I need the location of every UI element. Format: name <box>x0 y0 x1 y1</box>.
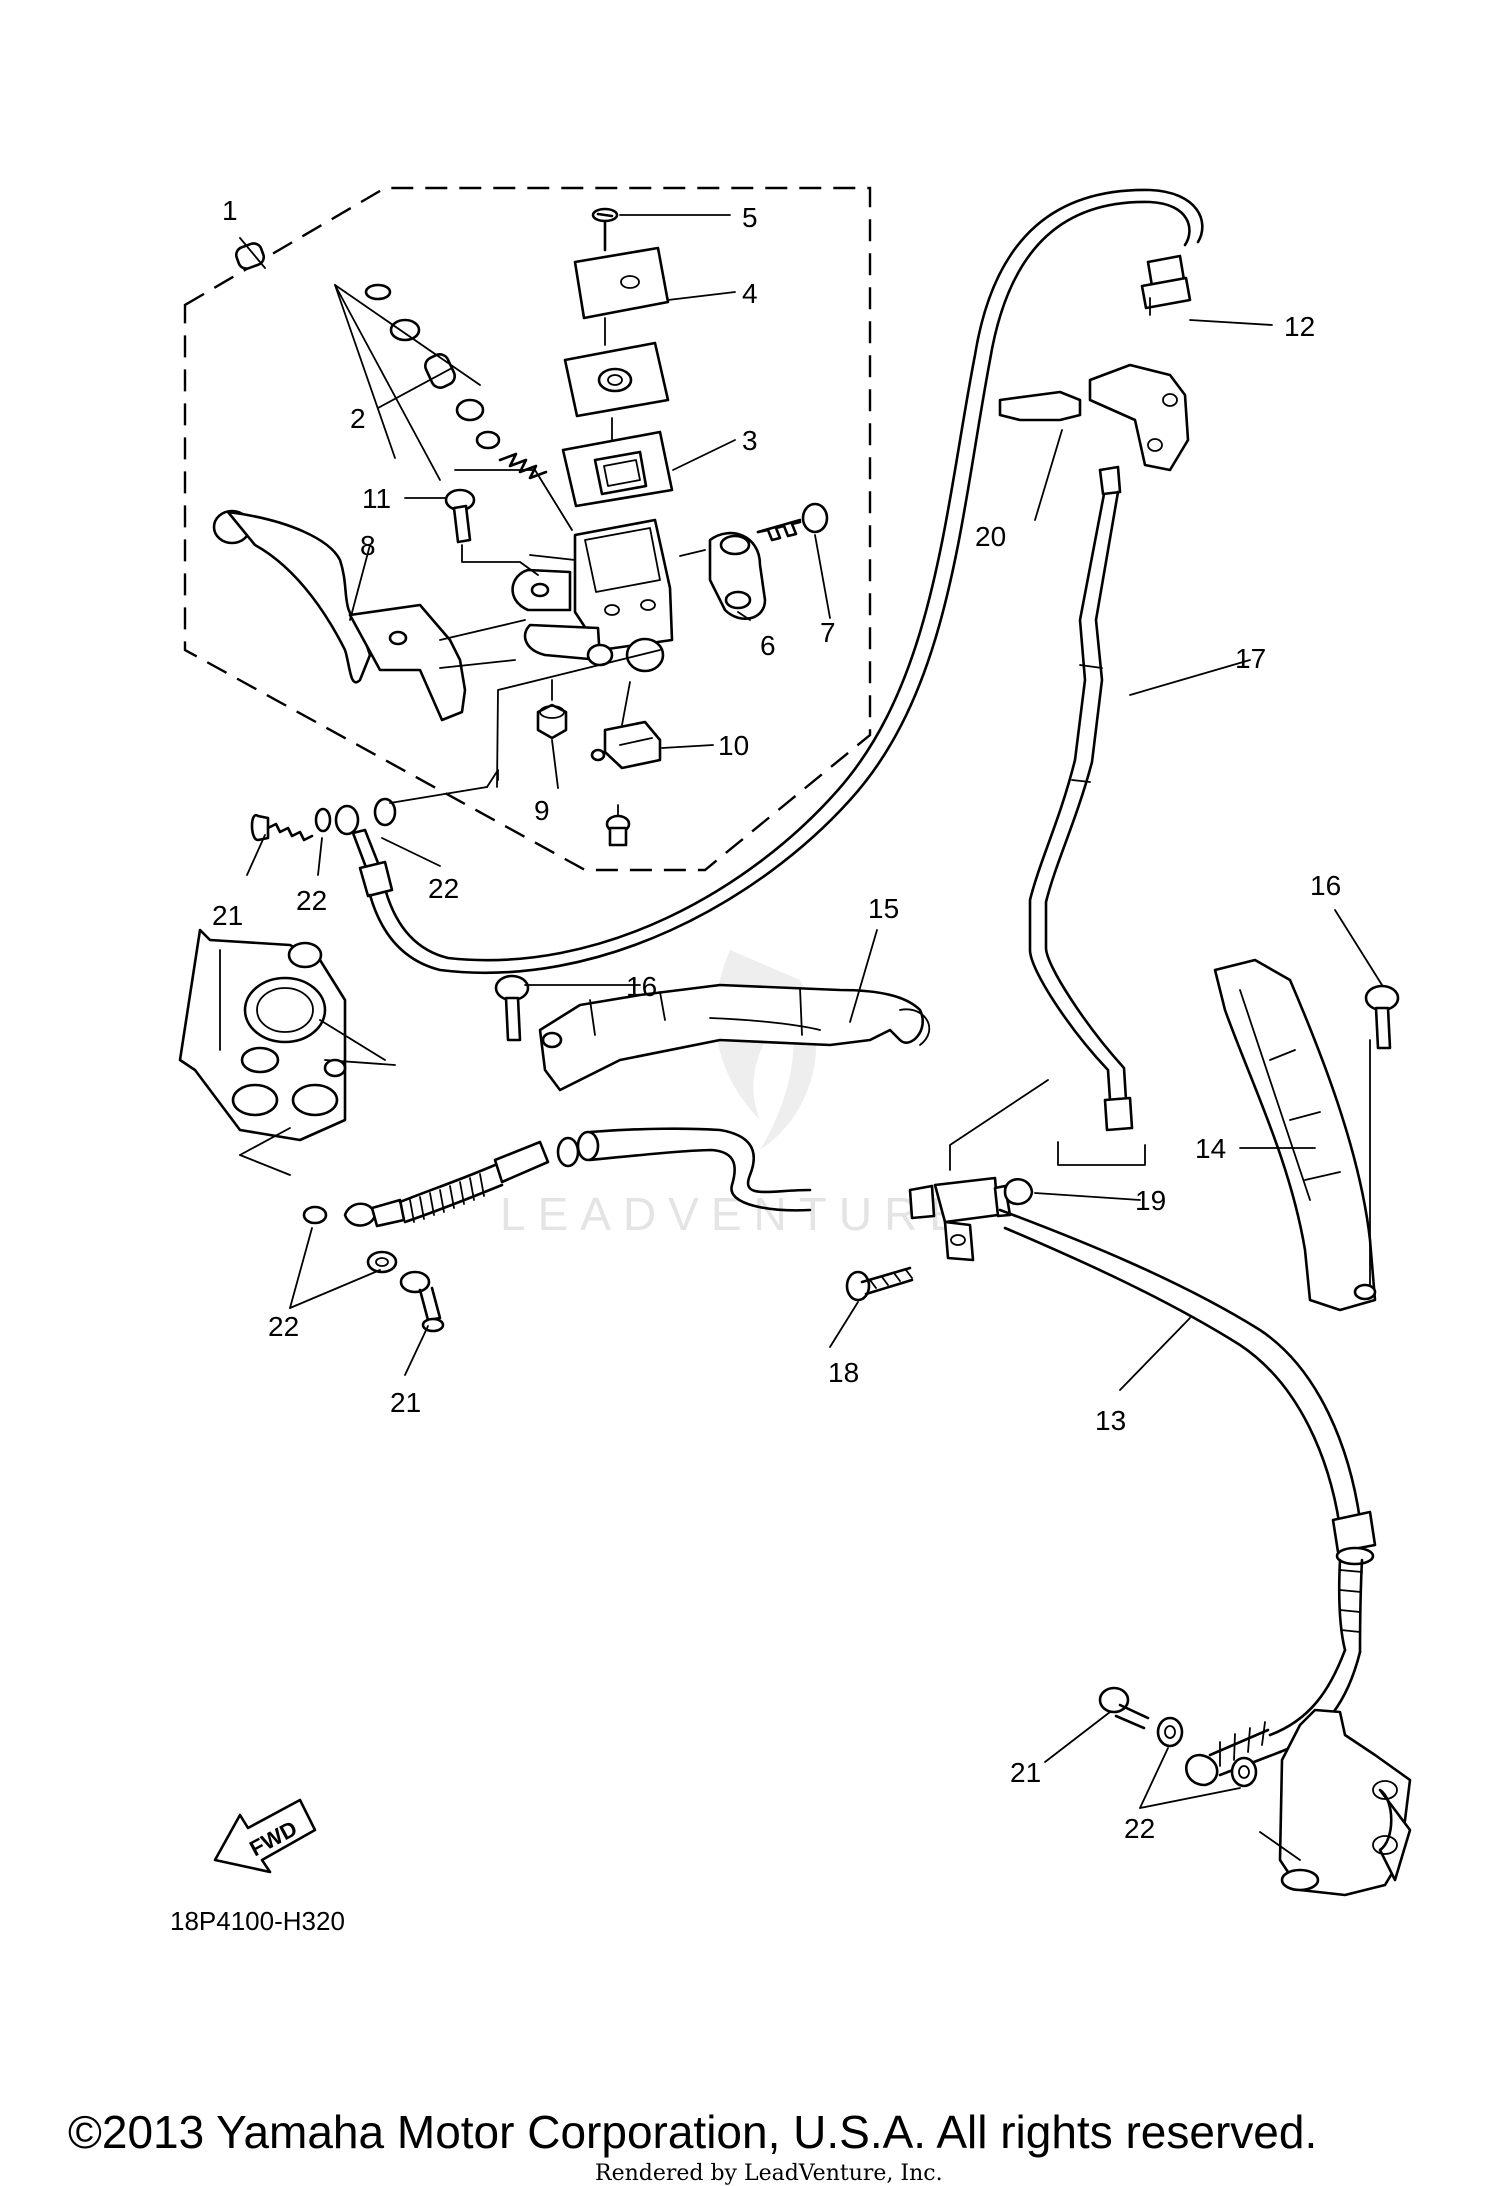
part-label-9: 9 <box>534 795 550 826</box>
part-label-17: 17 <box>1235 643 1266 674</box>
hose-guard-14 <box>1213 958 1377 1312</box>
part-label-16b: 16 <box>1310 870 1341 901</box>
fwd-direction-badge: FWD <box>213 1798 317 1874</box>
watermark-text: LEADVENTURE <box>500 1188 972 1240</box>
part-label-22d: 22 <box>1124 1813 1155 1844</box>
diagram-code: 18P4100-H320 <box>170 1906 345 1936</box>
brake-tee-joint <box>845 1079 1146 1302</box>
clamp <box>679 531 767 620</box>
rendered-by-notice: Rendered by LeadVenture, Inc. <box>595 2161 943 2186</box>
part-label-11: 11 <box>362 483 391 514</box>
rear-brake-line <box>998 254 1192 1132</box>
front-left-brake-line <box>250 188 1204 975</box>
part-label-21a: 21 <box>212 900 243 931</box>
part-label-12: 12 <box>1284 311 1315 342</box>
part-label-6: 6 <box>760 630 776 661</box>
guard-bolt-16-right <box>1364 984 1400 1050</box>
reservoir-cap <box>573 246 670 346</box>
screw-5 <box>591 207 619 252</box>
part-label-22c: 22 <box>268 1311 299 1342</box>
part-label-4: 4 <box>742 278 758 309</box>
right-brake-hose <box>998 1208 1377 1788</box>
piston-kit <box>234 242 573 531</box>
part-label-21b: 21 <box>390 1387 421 1418</box>
part-label-21c: 21 <box>1010 1757 1041 1788</box>
diaphragm <box>561 430 674 508</box>
guard-bolt-16-left <box>494 974 530 1042</box>
brake-lever <box>212 509 526 722</box>
part-label-3: 3 <box>742 425 758 456</box>
part-label-15: 15 <box>868 893 899 924</box>
part-labels: 1 2 3 4 5 6 7 8 9 10 11 12 13 14 15 16 1… <box>212 195 1341 1844</box>
part-label-1: 1 <box>222 195 238 226</box>
part-label-16a: 16 <box>626 971 657 1002</box>
hose-guard-15 <box>538 983 931 1092</box>
front-right-caliper <box>1259 1708 1412 1897</box>
leader-lines <box>239 214 1383 1809</box>
part-label-19: 19 <box>1135 1185 1166 1216</box>
lever-pivot-bolt <box>444 488 539 576</box>
copyright-notice: ©2013 Yamaha Motor Corporation, U.S.A. A… <box>68 2106 1317 2158</box>
part-label-13: 13 <box>1095 1405 1126 1436</box>
master-cylinder-assembly-outline <box>183 186 872 872</box>
caliper-hose-assembly <box>302 1127 812 1333</box>
part-label-14: 14 <box>1195 1133 1226 1164</box>
master-cylinder-body <box>511 518 674 673</box>
part-label-18: 18 <box>828 1357 859 1388</box>
lever-nut <box>536 679 568 740</box>
part-label-8: 8 <box>360 530 376 561</box>
part-label-20: 20 <box>975 521 1006 552</box>
front-left-caliper <box>178 928 396 1176</box>
part-label-2: 2 <box>350 403 366 434</box>
part-label-22b: 22 <box>428 873 459 904</box>
brake-switch <box>590 681 662 847</box>
diaphragm-plate <box>563 341 670 441</box>
part-label-22a: 22 <box>296 885 327 916</box>
part-label-10: 10 <box>718 730 749 761</box>
part-label-7: 7 <box>820 617 836 648</box>
clamp-bolt <box>756 502 829 542</box>
part-label-5: 5 <box>742 202 758 233</box>
master-cylinder-parts <box>212 207 829 847</box>
